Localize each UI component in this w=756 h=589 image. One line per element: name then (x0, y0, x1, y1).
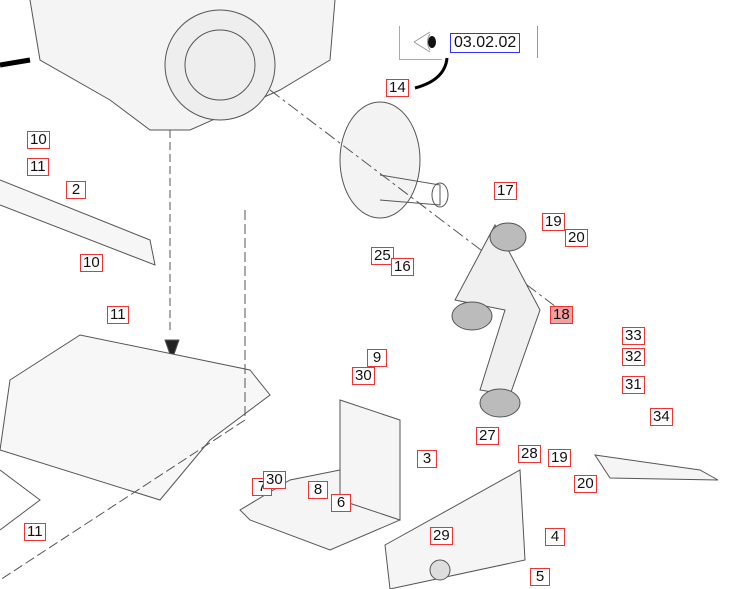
callout[interactable]: 8 (308, 481, 328, 499)
callout[interactable]: 27 (476, 427, 499, 445)
callout[interactable]: 5 (530, 568, 550, 586)
callout[interactable]: 11 (107, 306, 129, 324)
callout[interactable]: 3 (417, 450, 437, 468)
divider (537, 26, 538, 58)
callout[interactable]: 28 (518, 445, 541, 463)
callout-selected[interactable]: 18 (550, 306, 573, 324)
callout[interactable]: 11 (24, 523, 46, 541)
callout[interactable]: 34 (650, 408, 673, 426)
callout[interactable]: 10 (27, 131, 50, 149)
callout[interactable]: 33 (622, 327, 645, 345)
callout[interactable]: 20 (574, 475, 597, 493)
callout[interactable]: 19 (542, 213, 565, 231)
callout[interactable]: 29 (430, 527, 453, 545)
callout[interactable]: 16 (391, 258, 414, 276)
belt-pulleys (451, 222, 541, 418)
callout[interactable]: 9 (367, 349, 387, 367)
callout[interactable]: 31 (622, 376, 645, 394)
callout[interactable]: 30 (263, 471, 286, 489)
callout[interactable]: 4 (545, 528, 565, 546)
engine-block (0, 0, 336, 362)
callout[interactable]: 25 (371, 247, 394, 265)
callout[interactable]: 30 (352, 367, 375, 385)
frame-plates (0, 179, 719, 589)
callout[interactable]: 6 (331, 494, 351, 512)
reference-link[interactable]: 03.02.02 (450, 33, 521, 53)
callout[interactable]: 11 (27, 158, 49, 176)
callout[interactable]: 32 (622, 348, 645, 366)
callout[interactable]: 17 (494, 182, 517, 200)
callout[interactable]: 19 (548, 449, 571, 467)
eye-view-icon (413, 31, 436, 53)
callout[interactable]: 2 (66, 181, 86, 199)
view-direction-icon[interactable] (399, 26, 442, 60)
callout[interactable]: 14 (386, 79, 409, 97)
callout[interactable]: 20 (565, 229, 588, 247)
callout[interactable]: 10 (80, 254, 103, 272)
